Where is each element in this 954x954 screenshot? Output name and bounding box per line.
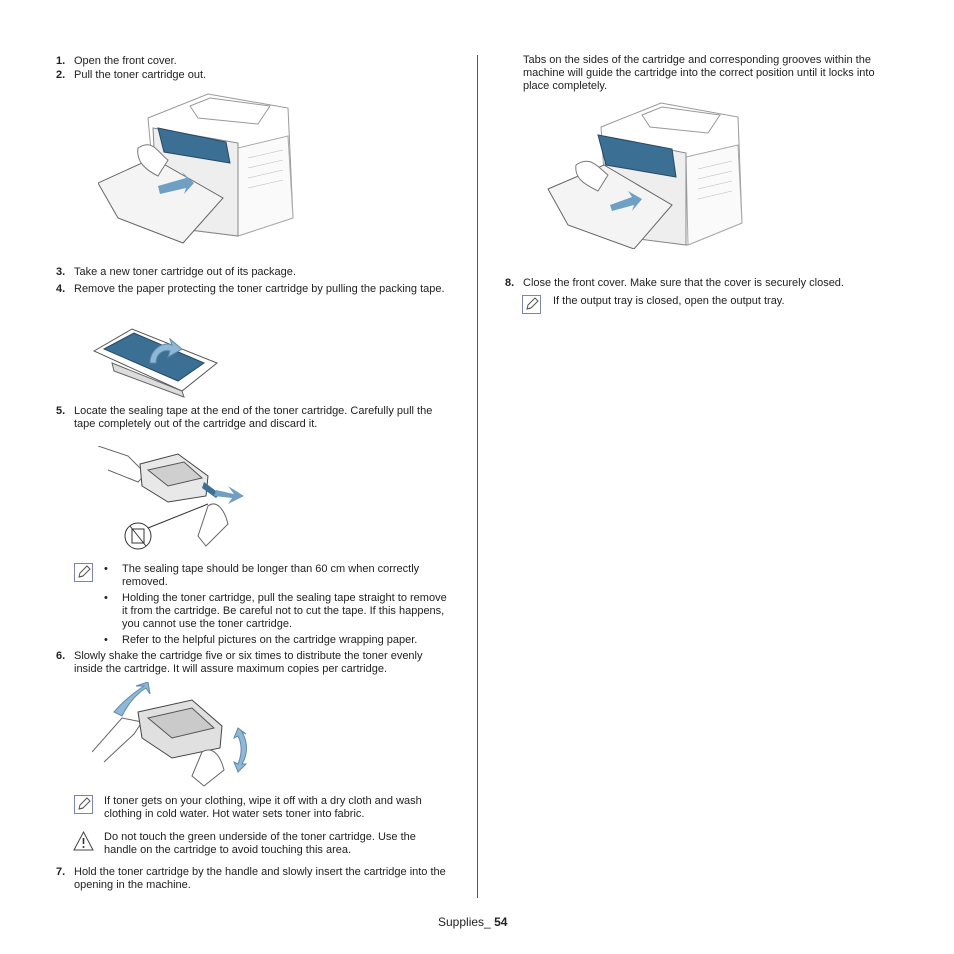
footer-section: Supplies_ <box>438 915 491 929</box>
note-text: If the output tray is closed, open the o… <box>553 295 785 307</box>
step-number: 8. <box>505 277 515 289</box>
step-number: 7. <box>56 866 66 878</box>
step-number: 2. <box>56 69 66 81</box>
sealing-tape-illustration <box>98 446 248 556</box>
bullet-marker: • <box>104 592 108 604</box>
bullet-marker: • <box>104 634 108 646</box>
cartridge-unpack-illustration <box>92 323 222 398</box>
step-number: 6. <box>56 650 66 662</box>
printer-insert-cartridge-illustration <box>546 99 746 249</box>
caution-triangle-icon <box>73 831 94 851</box>
bullet-text: Holding the toner cartridge, pull the se… <box>122 592 447 630</box>
step-text: Remove the paper protecting the toner ca… <box>74 283 445 295</box>
step-number: 1. <box>56 55 66 67</box>
caution-text: Do not touch the green underside of the … <box>104 831 416 856</box>
step-text: Close the front cover. Make sure that th… <box>523 277 844 289</box>
note-text: If toner gets on your clothing, wipe it … <box>104 795 422 820</box>
shake-cartridge-illustration <box>92 682 257 787</box>
page-footer: Supplies_ 54 <box>438 916 507 929</box>
note-pencil-icon <box>522 295 541 314</box>
intro-text: Tabs on the sides of the cartridge and c… <box>523 54 875 92</box>
note-pencil-icon <box>74 795 93 814</box>
step-text: Pull the toner cartridge out. <box>74 69 207 81</box>
column-divider <box>477 55 478 898</box>
note-pencil-icon <box>74 563 93 582</box>
step-text: Take a new toner cartridge out of its pa… <box>74 266 296 278</box>
page-number: 54 <box>494 915 508 929</box>
step-number: 4. <box>56 283 66 295</box>
printer-remove-cartridge-illustration <box>98 88 298 248</box>
step-text: Locate the sealing tape at the end of th… <box>74 405 433 430</box>
bullet-text: Refer to the helpful pictures on the car… <box>122 634 418 646</box>
bullet-marker: • <box>104 563 108 575</box>
bullet-text: The sealing tape should be longer than 6… <box>122 563 420 588</box>
step-text: Slowly shake the cartridge five or six t… <box>74 650 423 675</box>
step-text: Open the front cover. <box>74 55 177 67</box>
step-text: Hold the toner cartridge by the handle a… <box>74 866 446 891</box>
step-number: 5. <box>56 405 66 417</box>
step-number: 3. <box>56 266 66 278</box>
